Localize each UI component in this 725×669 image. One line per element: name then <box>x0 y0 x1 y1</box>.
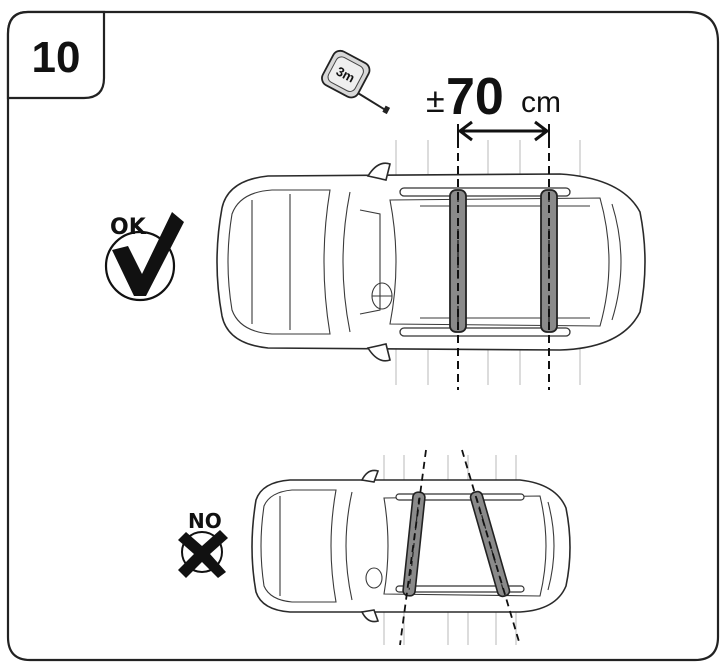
step-number: 10 <box>32 33 81 82</box>
dimension-arrow <box>457 120 550 142</box>
no-label: NO <box>188 509 222 533</box>
measurement-prefix: ± <box>426 82 445 120</box>
car-correct-mounting <box>216 140 646 390</box>
car-incorrect-mounting <box>251 449 571 646</box>
cross-icon <box>178 530 228 578</box>
tape-measure-icon: 3m <box>321 49 391 115</box>
ok-indicator: OK <box>104 212 184 302</box>
crossbar-front-skewed <box>402 491 426 597</box>
measurement-value: 70 <box>446 68 504 126</box>
no-indicator: NO <box>178 509 228 578</box>
spacing-measurement: ± 70 cm <box>426 68 561 126</box>
step-number-tab: 10 <box>6 10 106 100</box>
measurement-unit: cm <box>521 86 561 119</box>
ok-label: OK <box>110 215 147 240</box>
checkmark-icon <box>112 212 184 296</box>
